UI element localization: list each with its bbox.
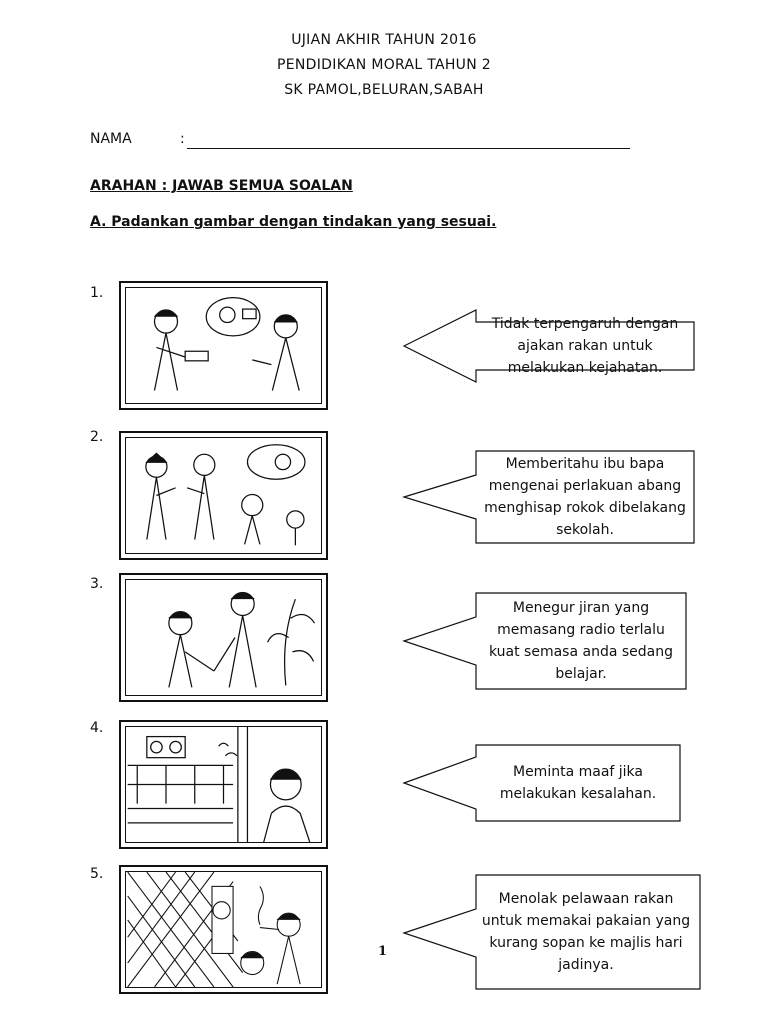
header-line-3: SK PAMOL,BELURAN,SABAH [284, 82, 484, 98]
answer-arrow-3[interactable] [400, 591, 688, 691]
smoking-illustration-icon [127, 872, 301, 987]
question-4-picture [119, 720, 328, 849]
answer-arrow-2[interactable] [400, 449, 696, 545]
question-number-3: 3. [90, 576, 104, 592]
children-illustration-icon [145, 444, 306, 546]
question-2-picture [119, 431, 328, 560]
answer-arrow-1[interactable] [400, 308, 696, 384]
answer-text-5: Menolak pelawaan rakan untuk memakai pak… [481, 891, 691, 973]
name-colon: : [180, 131, 185, 147]
header-line-1: UJIAN AKHIR TAHUN 2016 [291, 32, 477, 48]
section-a-title: A. Padankan gambar dengan tindakan yang … [90, 214, 497, 230]
name-label: NAMA [90, 131, 132, 147]
children-illustration-icon [168, 591, 316, 688]
instructions: ARAHAN : JAWAB SEMUA SOALAN [90, 178, 353, 194]
question-1-picture [119, 281, 328, 410]
answer-arrow-4[interactable] [400, 743, 682, 823]
question-5-picture [119, 865, 328, 994]
answer-text-3: Menegur jiran yang memasang radio terlal… [488, 600, 674, 682]
answer-text-4: Meminta maaf jika melakukan kesalahan. [499, 764, 657, 802]
header-line-2: PENDIDIKAN MORAL TAHUN 2 [277, 57, 491, 73]
answer-arrow-5[interactable] [400, 873, 702, 991]
question-number-2: 2. [90, 429, 104, 445]
answer-text-2: Memberitahu ibu bapa mengenai perlakuan … [484, 456, 686, 538]
page-number: 1 [378, 944, 388, 959]
radio-noise-illustration-icon [127, 727, 311, 842]
question-number-4: 4. [90, 720, 104, 736]
children-illustration-icon [153, 296, 300, 391]
question-3-picture [119, 573, 328, 702]
question-number-5: 5. [90, 866, 104, 882]
question-number-1: 1. [90, 285, 104, 301]
answer-text-1: Tidak terpengaruh dengan ajakan rakan un… [491, 316, 679, 376]
name-write-line[interactable] [187, 148, 630, 149]
